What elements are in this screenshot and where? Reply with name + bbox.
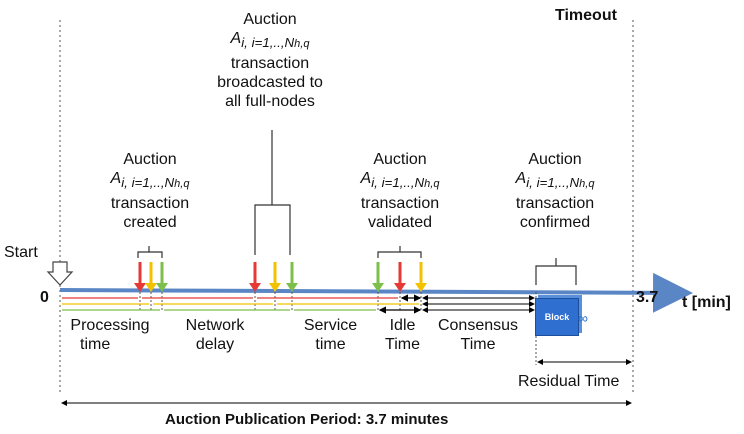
block-icon: Block <box>535 298 579 336</box>
axis-label: t [min] <box>682 294 731 311</box>
time-axis <box>59 272 693 313</box>
brace-created <box>137 246 163 258</box>
auction-word: Auction <box>123 151 177 168</box>
event-line: confirmed <box>519 214 591 232</box>
block-label: Block <box>544 312 570 322</box>
phase-intervals <box>62 294 422 314</box>
brace-broadcast <box>254 130 291 255</box>
auction-formula: Ai, i=1,..,Nh,q <box>515 170 595 191</box>
origin-label: 0 <box>40 289 49 306</box>
start-label: Start <box>4 244 38 261</box>
phase-line: Service <box>303 317 358 334</box>
auction-word: Auction <box>373 151 427 168</box>
auction-label-validated: Auction Ai, i=1,..,Nh,q transaction vali… <box>350 150 450 232</box>
event-line: transaction <box>230 55 310 73</box>
auction-formula: Ai, i=1,..,Nh,q <box>110 170 190 191</box>
auction-word: Auction <box>243 11 297 28</box>
residual-time-label: Residual Time <box>518 373 620 390</box>
event-line: transaction <box>110 195 190 213</box>
event-arrows <box>134 262 427 292</box>
phase-line: delay <box>195 336 235 353</box>
phase-line: Time <box>385 336 420 353</box>
auction-label-broadcast: Auction Ai, i=1,..,Nh,q transaction broa… <box>215 10 325 111</box>
event-line: all full-nodes <box>225 93 315 111</box>
phase-line: Network <box>185 317 245 334</box>
auction-word: Auction <box>528 151 582 168</box>
brace-validated <box>377 246 422 258</box>
event-line: validated <box>367 214 433 232</box>
phase-line: Consensus <box>437 317 519 334</box>
publication-period-label: Auction Publication Period: 3.7 minutes <box>165 411 449 428</box>
chain-link-icon: ∞ <box>578 310 588 326</box>
end-value-label: 3.7 <box>636 289 659 306</box>
auction-formula: Ai, i=1,..,Nh,q <box>360 170 440 191</box>
phase-network-label: Network delay <box>175 316 255 354</box>
phase-line: Processing <box>70 317 150 334</box>
event-line: transaction <box>515 195 595 213</box>
brace-confirmed <box>535 258 577 285</box>
timeout-label: Timeout <box>555 7 617 24</box>
phase-line: Time <box>460 336 496 353</box>
phase-line: Idle <box>389 317 416 334</box>
phase-consensus-label: Consensus Time <box>428 316 528 354</box>
consensus-arrows <box>422 295 535 313</box>
phase-service-label: Service time <box>298 316 363 354</box>
auction-label-confirmed: Auction Ai, i=1,..,Nh,q transaction conf… <box>505 150 605 232</box>
phase-idle-label: Idle Time <box>380 316 425 354</box>
auction-label-created: Auction Ai, i=1,..,Nh,q transaction crea… <box>100 150 200 232</box>
phase-line: time <box>80 336 111 353</box>
phase-line: time <box>315 336 346 353</box>
start-arrow-icon <box>46 261 74 286</box>
phase-processing-label: Processing time <box>58 316 162 354</box>
event-line: transaction <box>360 195 440 213</box>
event-line: broadcasted to <box>217 74 323 92</box>
auction-formula: Ai, i=1,..,Nh,q <box>230 30 310 51</box>
event-line: created <box>123 214 177 232</box>
